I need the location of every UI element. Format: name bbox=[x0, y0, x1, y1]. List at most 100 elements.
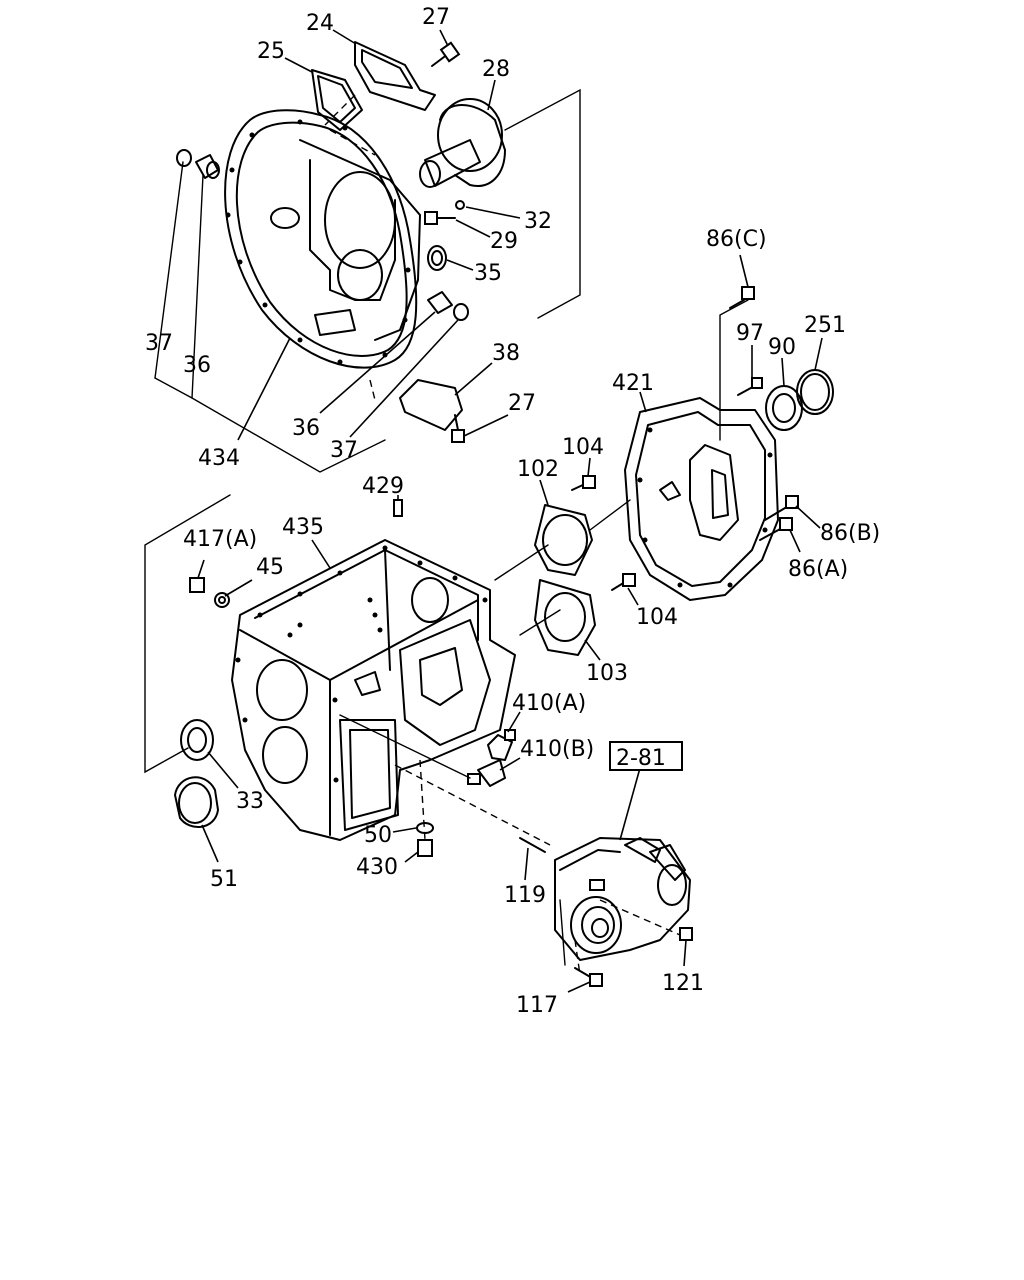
label-251: 251 bbox=[804, 313, 846, 338]
leader-410a bbox=[507, 711, 521, 733]
leader-90 bbox=[781, 357, 785, 387]
label-104b: 104 bbox=[636, 605, 678, 630]
label-86a: 86(A) bbox=[788, 557, 848, 582]
label-103: 103 bbox=[586, 661, 628, 686]
leader-410b bbox=[499, 757, 521, 771]
label-45: 45 bbox=[256, 555, 284, 580]
label-33: 33 bbox=[236, 789, 264, 814]
label-51: 51 bbox=[210, 867, 238, 892]
leader-104a bbox=[587, 457, 591, 477]
label-50: 50 bbox=[364, 823, 392, 848]
label-37a: 37 bbox=[145, 331, 173, 356]
cover-38 bbox=[399, 379, 463, 431]
leader-117 bbox=[567, 981, 591, 993]
reference-box-2-81[interactable]: 2-81 bbox=[609, 741, 683, 771]
label-86c: 86(C) bbox=[706, 227, 767, 252]
bolt-29 bbox=[424, 211, 456, 225]
leader-38 bbox=[454, 362, 493, 396]
plug-417a bbox=[189, 577, 205, 593]
plug-430 bbox=[417, 839, 433, 857]
stud-119 bbox=[519, 837, 546, 853]
leader-435 bbox=[311, 539, 331, 569]
leader-36b bbox=[319, 311, 436, 414]
label-102: 102 bbox=[517, 457, 559, 482]
leader-24 bbox=[332, 29, 357, 45]
label-121: 121 bbox=[662, 971, 704, 996]
label-434: 434 bbox=[198, 446, 240, 471]
leader-27a bbox=[439, 29, 449, 47]
bracket-right bbox=[504, 88, 581, 319]
bolt-27b bbox=[451, 414, 465, 443]
cap-51 bbox=[174, 776, 219, 828]
leader-45 bbox=[224, 579, 253, 597]
leader-251 bbox=[814, 337, 823, 371]
gasket-25 bbox=[311, 69, 363, 131]
label-32: 32 bbox=[524, 209, 552, 234]
label-86b: 86(B) bbox=[820, 521, 880, 546]
label-421: 421 bbox=[612, 371, 654, 396]
leader-36a bbox=[191, 174, 204, 399]
washer-45 bbox=[214, 592, 230, 608]
leader-50 bbox=[392, 827, 417, 833]
cover-103 bbox=[534, 579, 596, 656]
leader-28 bbox=[487, 79, 496, 111]
leader-102 bbox=[539, 479, 549, 506]
fitting-410b bbox=[467, 759, 506, 787]
label-90: 90 bbox=[768, 335, 796, 360]
label-27a: 27 bbox=[422, 5, 450, 30]
part-labels: 24 25 27 28 32 29 35 37 36 434 36 37 38 … bbox=[145, 5, 880, 1018]
label-36a: 36 bbox=[183, 353, 211, 378]
retainer-28 bbox=[419, 98, 506, 188]
seal-35 bbox=[427, 245, 447, 271]
label-25: 25 bbox=[257, 39, 285, 64]
leader-29 bbox=[455, 219, 491, 238]
nut-121 bbox=[679, 927, 693, 941]
leader-37a bbox=[154, 161, 184, 379]
transmission-case-435 bbox=[231, 539, 516, 841]
pto-assembly bbox=[554, 837, 691, 961]
fitting-410a bbox=[487, 729, 516, 761]
label-36b: 36 bbox=[292, 416, 320, 441]
leader-51 bbox=[201, 824, 219, 863]
washer-50 bbox=[416, 822, 434, 834]
label-38: 38 bbox=[492, 341, 520, 366]
rear-cover-421 bbox=[624, 397, 779, 601]
bushing-36a bbox=[195, 154, 220, 179]
bolt-117 bbox=[574, 967, 603, 987]
rear-cover-group bbox=[494, 254, 834, 661]
label-104a: 104 bbox=[562, 435, 604, 460]
o-ring-32 bbox=[455, 200, 465, 210]
leader-35 bbox=[446, 259, 474, 271]
bushing-36b bbox=[427, 291, 453, 314]
reference-label: 2-81 bbox=[616, 746, 666, 771]
label-410a: 410(A) bbox=[512, 691, 586, 716]
ring-37a bbox=[176, 149, 192, 167]
leader-86c bbox=[719, 299, 749, 441]
leader-32 bbox=[465, 206, 521, 219]
bolt-104b bbox=[611, 573, 636, 591]
bolt-86c bbox=[729, 286, 755, 309]
reference-box-frame bbox=[609, 741, 683, 771]
bracket-left bbox=[144, 494, 231, 774]
leader-27b bbox=[463, 414, 509, 437]
label-37b: 37 bbox=[330, 438, 358, 463]
cover-plate-24 bbox=[354, 41, 436, 111]
label-435: 435 bbox=[282, 515, 324, 540]
leader-417a bbox=[197, 559, 205, 579]
label-29: 29 bbox=[490, 229, 518, 254]
leader-430 bbox=[404, 851, 419, 863]
label-417a: 417(A) bbox=[183, 527, 257, 552]
leader-104b bbox=[627, 587, 639, 606]
stud-97 bbox=[737, 377, 763, 396]
bolt-27a bbox=[431, 41, 461, 67]
label-28: 28 bbox=[482, 57, 510, 82]
label-35: 35 bbox=[474, 261, 502, 286]
leader-103 bbox=[584, 639, 601, 661]
clutch-housing-434 bbox=[224, 109, 421, 369]
label-97: 97 bbox=[736, 321, 764, 346]
leader-434 bbox=[237, 337, 291, 441]
bracket-bottom bbox=[154, 377, 386, 473]
bolt-86b bbox=[764, 495, 799, 521]
bolt-86a bbox=[759, 517, 793, 541]
